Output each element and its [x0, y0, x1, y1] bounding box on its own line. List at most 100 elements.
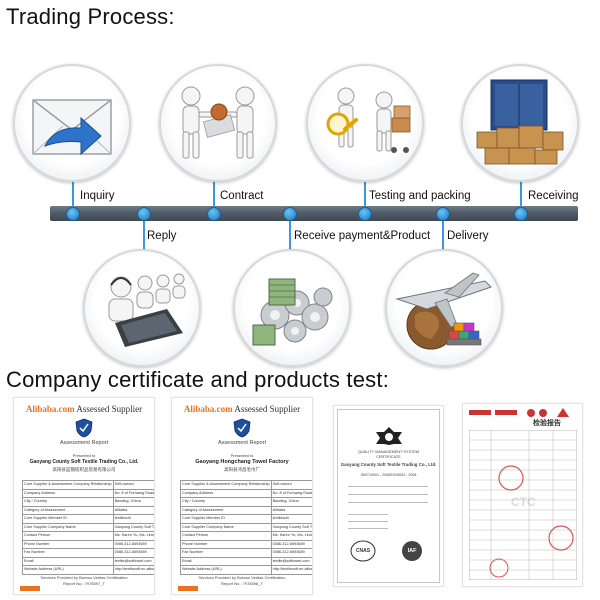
cert1-footer-service: Services Provided by Bureau Veritas Cert… [40, 575, 128, 580]
timeline-dot-delivery [436, 207, 450, 221]
cert2-company: Gaoyang Hongchang Towel Factory [195, 459, 289, 465]
cert2-presented-to: Presented to [230, 453, 254, 458]
cargo-boxes-icon [476, 79, 564, 165]
table-cell: Phone Number [180, 539, 272, 549]
money-gears-icon [252, 278, 333, 346]
certificate-test-report: 检验报告 CTC [462, 403, 583, 587]
step-label-receiving: Receiving [528, 190, 579, 202]
connector-testing [364, 178, 366, 208]
magnifier-inspection-icon [326, 87, 411, 153]
table-cell: Contact Person [180, 531, 272, 541]
table-cell: textile@softtowel.com [112, 556, 154, 566]
cert1-details-table: Core Supplier & Assessment Company Relat… [22, 480, 154, 575]
table-cell: Gaoyang County Soft Textile Trading Co.,… [270, 522, 312, 532]
envelope-icon [32, 99, 112, 156]
timeline-dot-payment [283, 207, 297, 221]
cert1-company: Gaoyang County Soft Textile Trading Co.,… [29, 459, 139, 465]
connector-inquiry [72, 178, 74, 208]
certificate-heading: Company certificate and products test: [6, 367, 390, 392]
cert1-presented-to: Presented to [72, 453, 96, 458]
table-row: Website Address (URL)http://textilesoft.… [180, 565, 312, 575]
table-cell: Self-owned [112, 480, 154, 490]
table-cell: Fax Number [180, 548, 272, 558]
contract-circle [159, 64, 277, 182]
step-label-reply: Reply [147, 230, 177, 242]
table-cell: Email [180, 556, 272, 566]
payment-circle [233, 249, 351, 367]
cert3-standard: GB/T19001 - 2008/ISO9001 : 2008 [360, 473, 417, 477]
cert2-brand: Alibaba.com Assessed Supplier [172, 404, 312, 414]
cert2-brand-alibaba: Alibaba.com [183, 404, 233, 414]
timeline-dot-receiving [514, 207, 528, 221]
table-cell: Ms. Karen Yu, Ms. Linda Cao [270, 531, 312, 541]
bv-shield-icon [233, 418, 251, 438]
cert1-footer-report: Report No.: 7978397_T [63, 581, 105, 586]
table-cell: No. 8 of Furtuang Road, Yuancu Village, … [270, 488, 312, 498]
table-cell: Core Supplier Company Name [22, 522, 114, 532]
table-cell: Gaoyang County Soft Textile Trading Co.,… [112, 522, 154, 532]
table-cell: Core Supplier & Assessment Company Relat… [22, 480, 114, 490]
cert1-report-title: Assessment Report [60, 440, 108, 446]
table-cell: City / Country [180, 497, 272, 507]
table-cell: http://textilesoft.en.alibaba.com [270, 565, 312, 575]
step-label-inquiry: Inquiry [80, 190, 115, 202]
table-cell: textilesoft [270, 514, 312, 524]
table-cell: No. 8 of Furtuang Road, Yuancu Village, … [112, 488, 154, 498]
step-label-contract: Contract [220, 190, 264, 202]
table-row: Category of AssessmentAlibabaTextiles [180, 505, 312, 515]
cert1-alibaba-logo [20, 586, 40, 591]
timeline-dot-contract [207, 207, 221, 221]
table-cell: Core Supplier Member ID [22, 514, 114, 524]
connector-receiving [520, 178, 522, 208]
reply-circle [83, 249, 201, 367]
inquiry-circle [13, 64, 131, 182]
trading-process-heading: Trading Process: [6, 4, 175, 29]
table-cell: Email [22, 556, 114, 566]
table-row: Category of AssessmentAlibabaTextiles [22, 505, 154, 515]
table-cell: Ms. Karen Yu, Ms. Linda Cao [112, 531, 154, 541]
cert1-brand-alibaba: Alibaba.com [25, 404, 75, 414]
cnas-logo-icon [350, 540, 376, 562]
testing-circle [306, 64, 424, 182]
table-cell: Alibaba [112, 505, 154, 515]
table-cell: Core Supplier Company Name [180, 522, 272, 532]
table-cell: Category of Assessment [22, 505, 114, 515]
table-cell: Company Address [22, 488, 114, 498]
table-cell: Contact Person [22, 531, 114, 541]
cert2-report-title: Assessment Report [218, 440, 266, 446]
table-cell: Baoding, China [270, 497, 312, 507]
test-report-grid [469, 430, 577, 580]
table-row: Core Supplier & Assessment Company Relat… [180, 480, 312, 490]
cert4-watermark: CTC [511, 495, 536, 509]
connector-reply [143, 220, 145, 250]
step-label-delivery: Delivery [447, 230, 489, 242]
cert4-title: 检验报告 [533, 420, 561, 427]
table-cell: textile@softtowel.com [270, 556, 312, 566]
certificate-quality: QUALITY MANAGEMENT SYSTEM CERTIFICATE Ga… [333, 405, 444, 587]
cert1-company-cn: 高阳县蓝钢纺织品贸易有限公司 [52, 467, 116, 472]
step-label-payment: Receive payment&Product [294, 230, 431, 242]
iaf-logo-icon [402, 541, 422, 561]
cert3-iaf-text: IAF [407, 548, 417, 554]
timeline-dot-reply [137, 207, 151, 221]
table-cell: Baoding, China [112, 497, 154, 507]
table-cell: Alibaba [270, 505, 312, 515]
table-cell: Category of Assessment [180, 505, 272, 515]
cert2-company-cn: 高阳县鸿昌毛巾厂 [224, 467, 260, 472]
cert2-details-table: Core Supplier & Assessment Company Relat… [180, 480, 312, 575]
timeline-bar [50, 206, 578, 221]
table-cell: Core Supplier & Assessment Company Relat… [180, 480, 272, 490]
connector-payment [289, 220, 291, 250]
table-cell: textilesoft [112, 514, 154, 524]
cert3-line2: CERTIFICATE [376, 455, 401, 459]
table-cell: 0086-312-6693689 [112, 548, 154, 558]
